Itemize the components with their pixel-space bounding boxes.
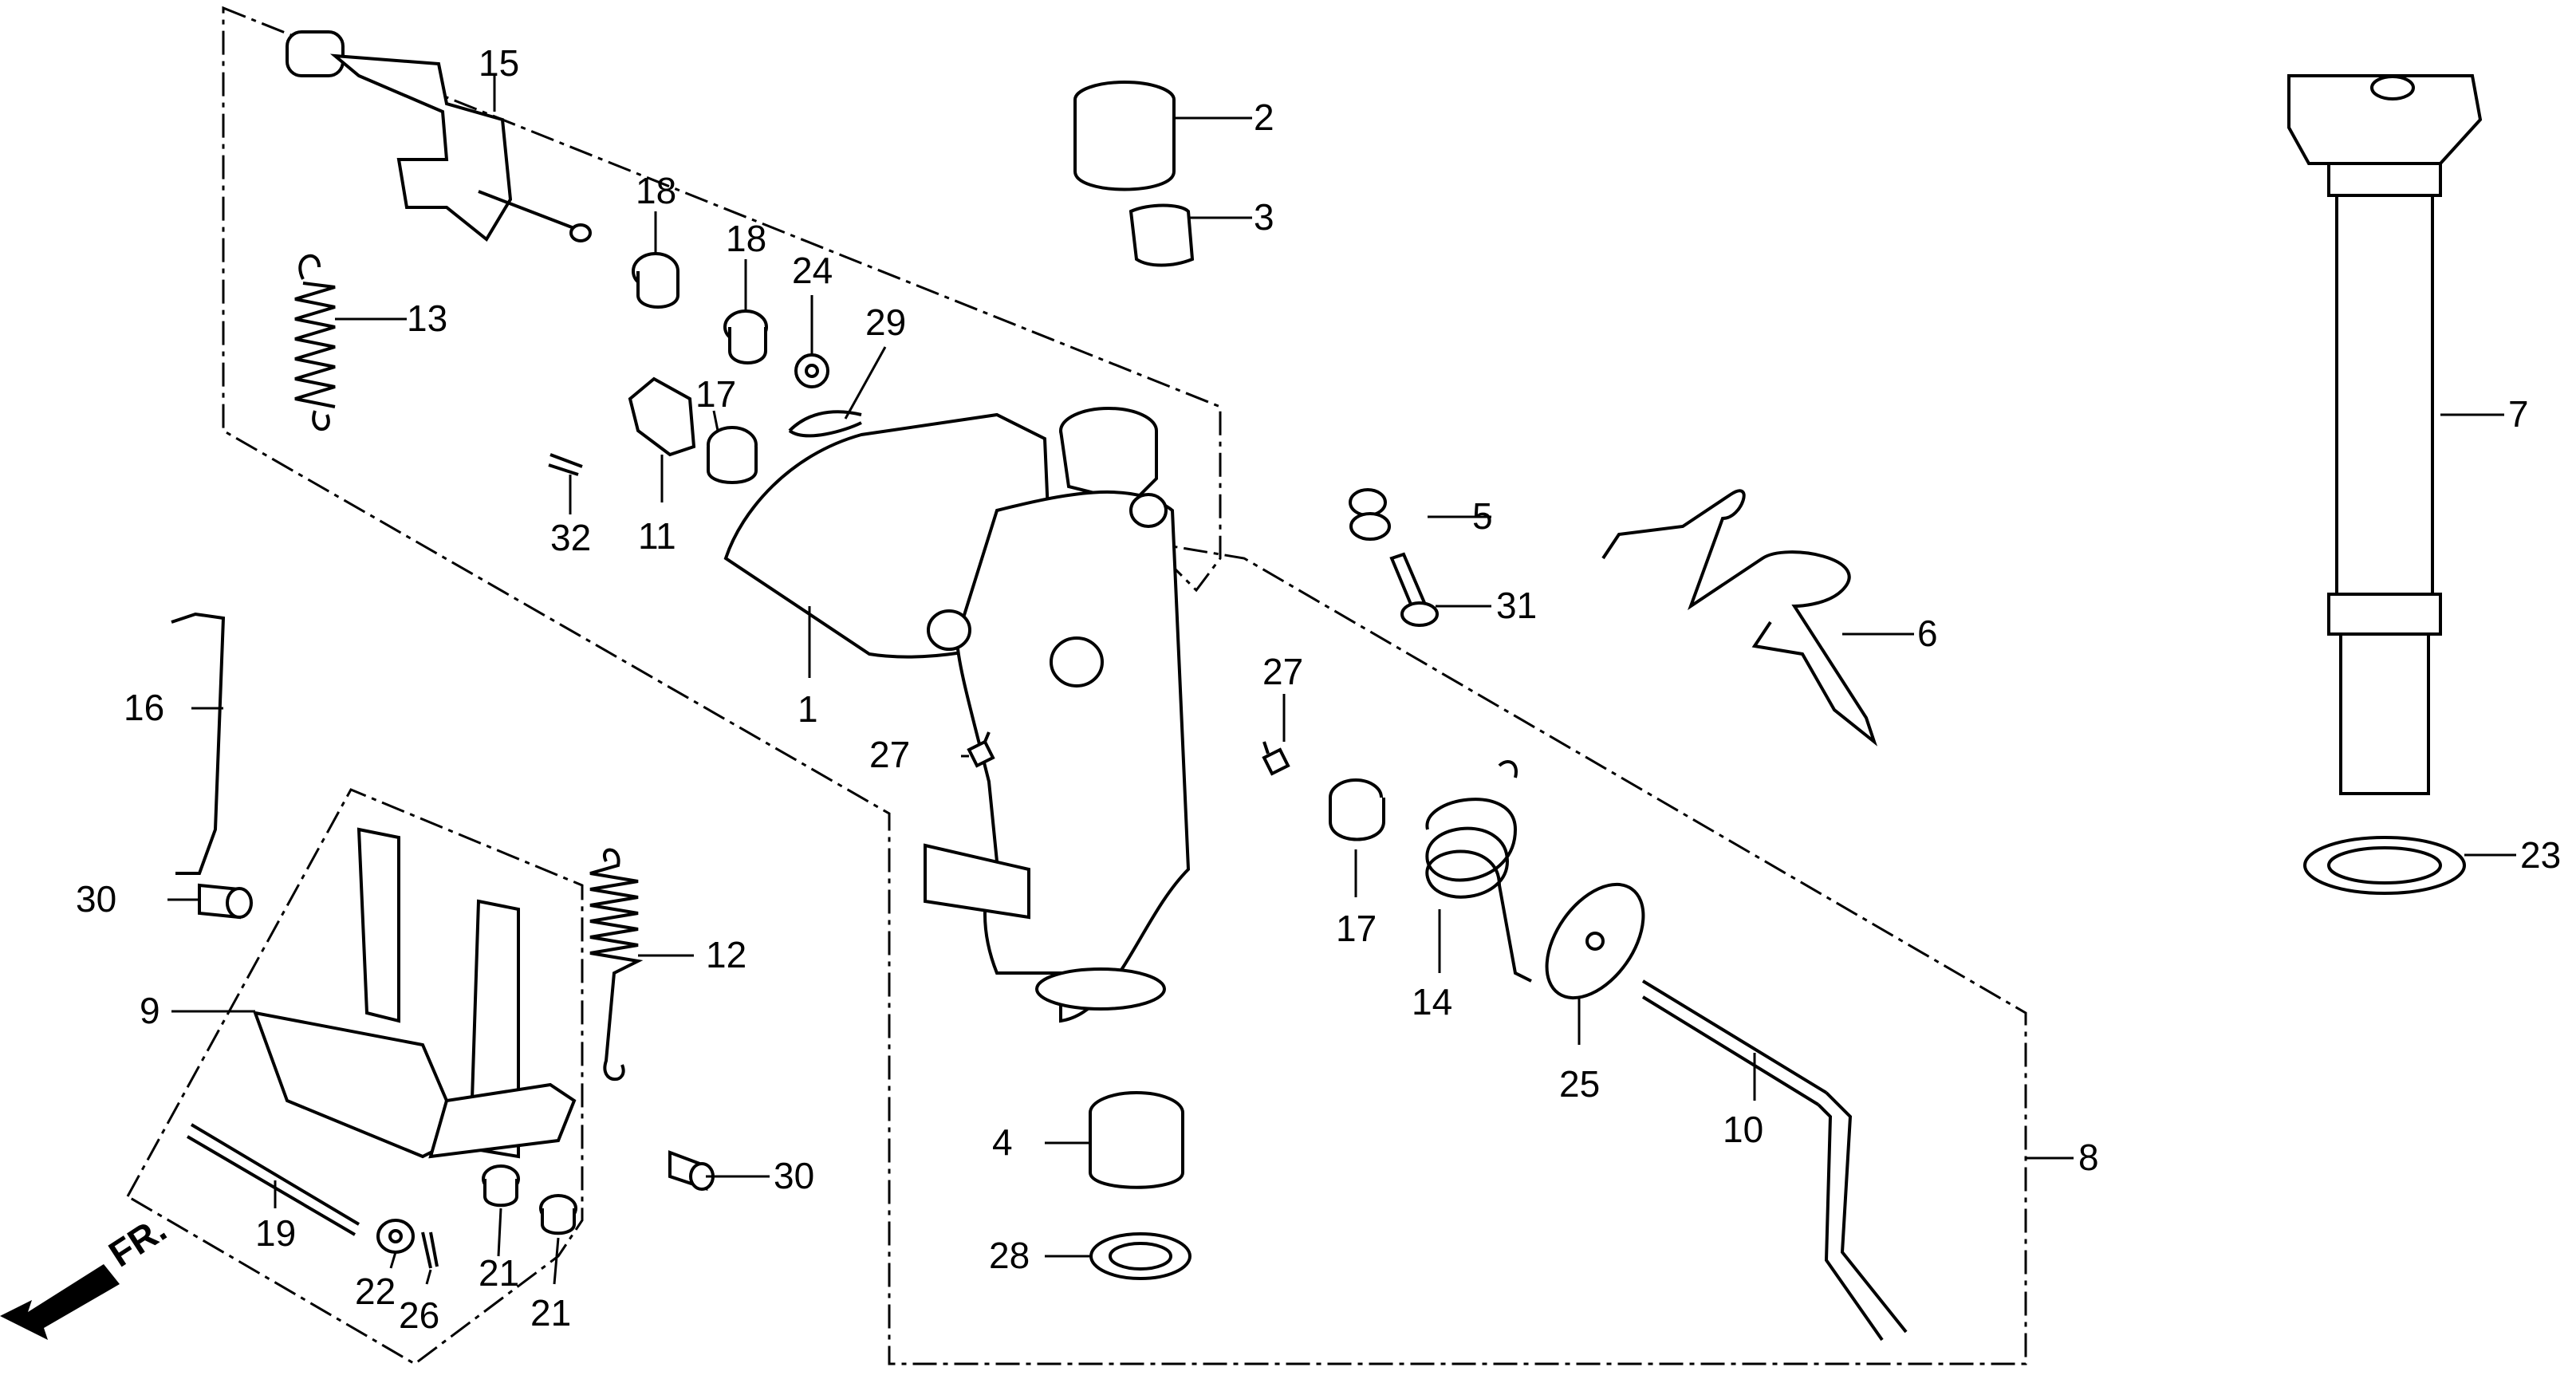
callout-21a: 21 — [479, 1252, 519, 1294]
callout-labels: 1 2 3 4 5 6 7 8 9 10 11 12 13 14 15 16 1… — [76, 42, 2561, 1336]
torsion-wire-6 — [1601, 489, 1878, 747]
callout-27b: 27 — [1262, 651, 1303, 692]
collar-17a — [707, 426, 758, 484]
clip-29 — [788, 410, 862, 438]
nut-5 — [1349, 488, 1391, 541]
tilt-lever-10 — [1641, 979, 1908, 1342]
return-spring-14 — [1425, 760, 1532, 983]
throttle-lever — [286, 30, 592, 242]
leader-lines — [167, 76, 2516, 1285]
washer-25 — [1545, 882, 1645, 1000]
callout-23: 23 — [2520, 834, 2561, 876]
callout-4: 4 — [992, 1121, 1013, 1163]
spring-12 — [589, 848, 644, 1082]
callout-28: 28 — [989, 1235, 1030, 1276]
callout-25: 25 — [1559, 1063, 1600, 1105]
washer-22 — [376, 1219, 415, 1254]
washer-24 — [794, 353, 829, 388]
assembly-boundary-bracket — [125, 788, 584, 1365]
assembly-boundary-main — [222, 6, 2027, 1365]
callout-18b: 18 — [726, 218, 766, 259]
callout-32: 32 — [550, 517, 591, 558]
callout-30a: 30 — [76, 878, 116, 920]
callout-7: 7 — [2508, 393, 2529, 435]
callout-21b: 21 — [530, 1292, 571, 1334]
plate-3 — [1128, 203, 1195, 267]
callout-14: 14 — [1412, 981, 1452, 1022]
callout-6: 6 — [1917, 613, 1938, 654]
seal-28 — [1089, 1232, 1191, 1280]
collar-18a — [632, 252, 679, 309]
callout-1: 1 — [798, 688, 818, 730]
callout-22: 22 — [355, 1271, 396, 1312]
grease-nipple-27a — [967, 731, 995, 768]
callout-18a: 18 — [636, 170, 676, 211]
callout-13: 13 — [407, 297, 447, 339]
collar-21b — [539, 1194, 577, 1235]
swivel-shaft-7 — [2287, 74, 2483, 795]
callout-27a: 27 — [869, 734, 910, 775]
spring-13 — [294, 254, 336, 431]
rod-16 — [171, 612, 226, 875]
grease-nipple-27b — [1262, 741, 1290, 776]
callout-19: 19 — [255, 1212, 296, 1254]
bolt-30a — [198, 883, 253, 920]
callout-30b: 30 — [774, 1155, 814, 1196]
pin-32 — [548, 453, 583, 476]
collar-18b — [723, 309, 768, 364]
front-marker: FR. — [101, 1208, 173, 1275]
bushing-2 — [1073, 81, 1176, 191]
bracket-9 — [252, 827, 577, 1159]
pin-19 — [186, 1123, 360, 1236]
callout-12: 12 — [706, 934, 746, 975]
bushing-4 — [1089, 1091, 1184, 1189]
collar-17b — [1329, 778, 1385, 841]
bolt-31 — [1389, 552, 1439, 627]
callout-15: 15 — [479, 42, 519, 84]
bolt-30b — [668, 1150, 715, 1191]
washer-23 — [2303, 836, 2466, 895]
callout-16: 16 — [124, 687, 164, 728]
cotter-pin-26 — [421, 1231, 439, 1269]
callout-8: 8 — [2078, 1137, 2099, 1178]
link-11 — [628, 376, 696, 457]
callout-9: 9 — [140, 990, 160, 1031]
callout-26: 26 — [399, 1294, 439, 1336]
callout-3: 3 — [1254, 196, 1274, 238]
swivel-case — [723, 407, 1191, 1023]
callout-17a: 17 — [695, 373, 736, 415]
collar-21a — [482, 1164, 520, 1208]
callout-31: 31 — [1496, 585, 1537, 626]
callout-10: 10 — [1723, 1109, 1763, 1150]
callout-17b: 17 — [1336, 908, 1377, 949]
callout-11: 11 — [638, 515, 676, 557]
callout-2: 2 — [1254, 97, 1274, 138]
callout-24: 24 — [792, 250, 833, 291]
callout-29: 29 — [865, 301, 906, 343]
front-arrow-icon — [0, 1264, 120, 1340]
callout-5: 5 — [1472, 495, 1493, 537]
